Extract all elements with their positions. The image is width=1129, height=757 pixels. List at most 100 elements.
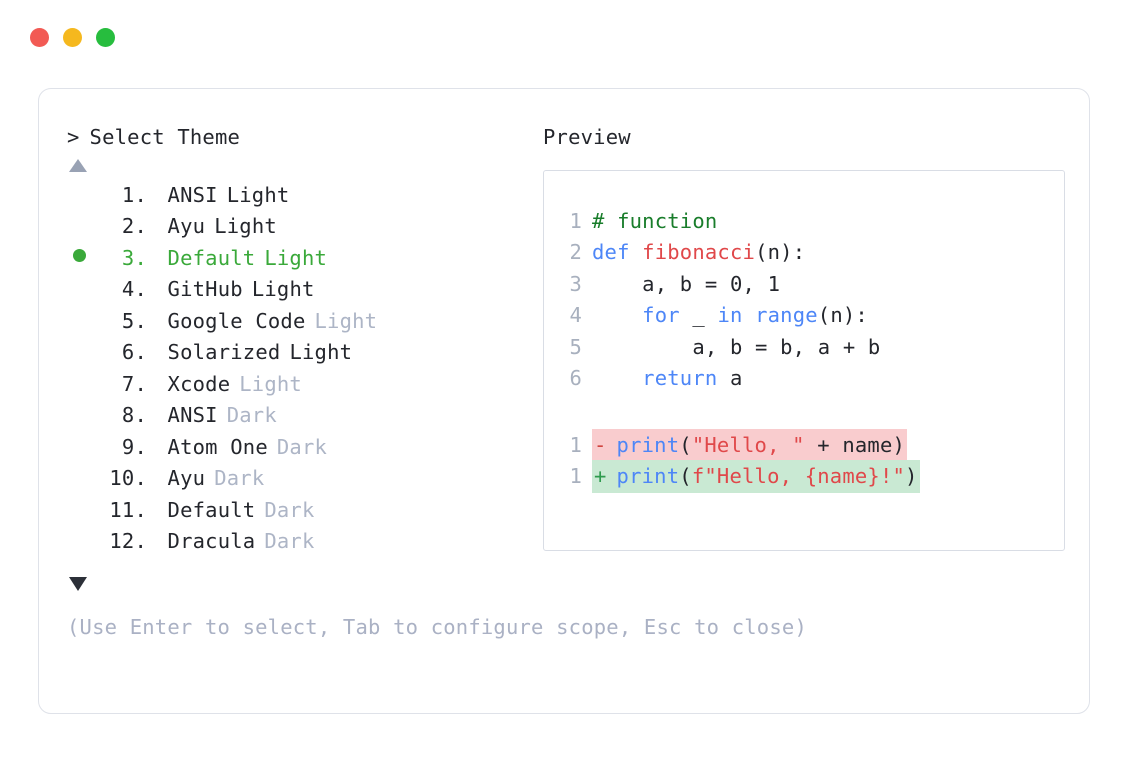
theme-item-index: 2. — [121, 214, 147, 239]
code-line: 4 for _ in range(n): — [544, 303, 1064, 335]
code-token: a, b = b, a + b — [592, 334, 881, 359]
code-token: def — [592, 240, 643, 265]
code-token: (n): — [755, 240, 806, 265]
index-separator — [147, 214, 168, 238]
index-separator — [147, 466, 168, 490]
theme-item-index: 1. — [121, 182, 147, 207]
code-token: fibonacci — [642, 240, 756, 265]
theme-item-name: Google Code — [167, 308, 306, 333]
code-token: in range — [717, 303, 818, 328]
theme-item-name: Atom One — [167, 434, 268, 459]
code-token: a, b = 0, 1 — [592, 271, 781, 296]
scroll-up-icon[interactable] — [69, 158, 87, 172]
index-separator — [147, 403, 168, 427]
line-number: 1 — [569, 208, 582, 233]
theme-item-variant: Light — [264, 245, 328, 270]
bullet-dot-icon — [73, 248, 86, 262]
selected-indicator-bullet — [67, 248, 101, 262]
code-line-content: # function — [592, 209, 717, 233]
theme-item-name: Ayu — [167, 466, 206, 491]
theme-item-variant: Light — [214, 214, 277, 239]
prompt-header: > Select Theme — [67, 125, 537, 150]
code-line: 3 a, b = 0, 1 — [544, 272, 1064, 304]
code-token: for — [642, 303, 680, 328]
code-token: return — [642, 366, 718, 391]
theme-item-index: 11. — [109, 497, 147, 522]
code-token — [592, 303, 642, 327]
code-token: print — [616, 464, 680, 489]
diff-highlight: -print("Hello, " + name) — [592, 428, 908, 462]
code-token: a — [717, 366, 743, 391]
code-token: "Hello, " — [691, 432, 805, 457]
code-line-content: a, b = b, a + b — [592, 335, 880, 359]
diff-sign: - — [594, 432, 607, 457]
line-number: 3 — [569, 271, 582, 296]
line-number: 2 — [569, 240, 582, 265]
theme-item-variant: Dark — [226, 403, 277, 428]
theme-list-item[interactable]: 2. Ayu Light — [67, 214, 537, 246]
theme-item-name: Ayu — [167, 214, 206, 239]
theme-item-variant: Light — [314, 308, 378, 333]
theme-item-variant: Light — [239, 371, 302, 396]
close-button-dot[interactable] — [30, 28, 49, 47]
theme-list-item[interactable]: 5. Google Code Light — [67, 309, 537, 341]
index-separator — [147, 183, 168, 207]
minimize-button-dot[interactable] — [63, 28, 82, 47]
theme-list-item[interactable]: 1. ANSI Light — [67, 183, 537, 215]
diff-block: 1-print("Hello, " + name)1+print(f"Hello… — [544, 428, 1064, 494]
theme-item-variant: Dark — [264, 529, 315, 554]
page-title: Select Theme — [89, 125, 241, 149]
code-line: 6 return a — [544, 366, 1064, 398]
theme-item-variant: Light — [226, 182, 290, 207]
code-token: _ — [679, 303, 718, 328]
theme-item-name: Dracula — [167, 529, 256, 554]
code-token: (n): — [817, 303, 868, 328]
line-number: 6 — [569, 366, 582, 391]
diff-line-added: 1+print(f"Hello, {name}!") — [544, 460, 1064, 494]
theme-item-index: 3. — [121, 245, 147, 270]
code-token: ( — [679, 464, 692, 489]
theme-item-name: ANSI — [167, 182, 218, 207]
theme-item-index: 7. — [121, 371, 147, 396]
diff-line-content: print(f"Hello, {name}!") — [617, 464, 918, 488]
theme-item-name: Solarized — [167, 340, 281, 365]
theme-item-variant: Dark — [276, 434, 328, 459]
theme-item-index: 5. — [121, 308, 147, 333]
theme-item-name: Default — [167, 497, 256, 522]
line-number: 4 — [569, 303, 582, 328]
index-separator — [147, 309, 168, 333]
line-number: 5 — [569, 334, 582, 359]
code-line-content: def fibonacci(n): — [592, 240, 805, 264]
code-token: print — [616, 432, 680, 457]
prompt-caret-icon: > — [67, 125, 80, 149]
index-separator — [147, 435, 168, 459]
code-line-content: for _ in range(n): — [592, 303, 868, 327]
index-separator — [147, 529, 168, 553]
code-spacer — [544, 398, 1064, 429]
window-controls — [30, 28, 115, 47]
code-token: ) — [905, 464, 918, 489]
maximize-button-dot[interactable] — [96, 28, 115, 47]
theme-item-index: 8. — [121, 403, 147, 428]
code-line-content: return a — [592, 366, 743, 390]
theme-item-variant: Dark — [214, 466, 265, 491]
theme-item-index: 6. — [121, 340, 147, 365]
theme-item-name: GitHub — [167, 277, 243, 302]
scroll-down-icon[interactable] — [69, 576, 87, 591]
